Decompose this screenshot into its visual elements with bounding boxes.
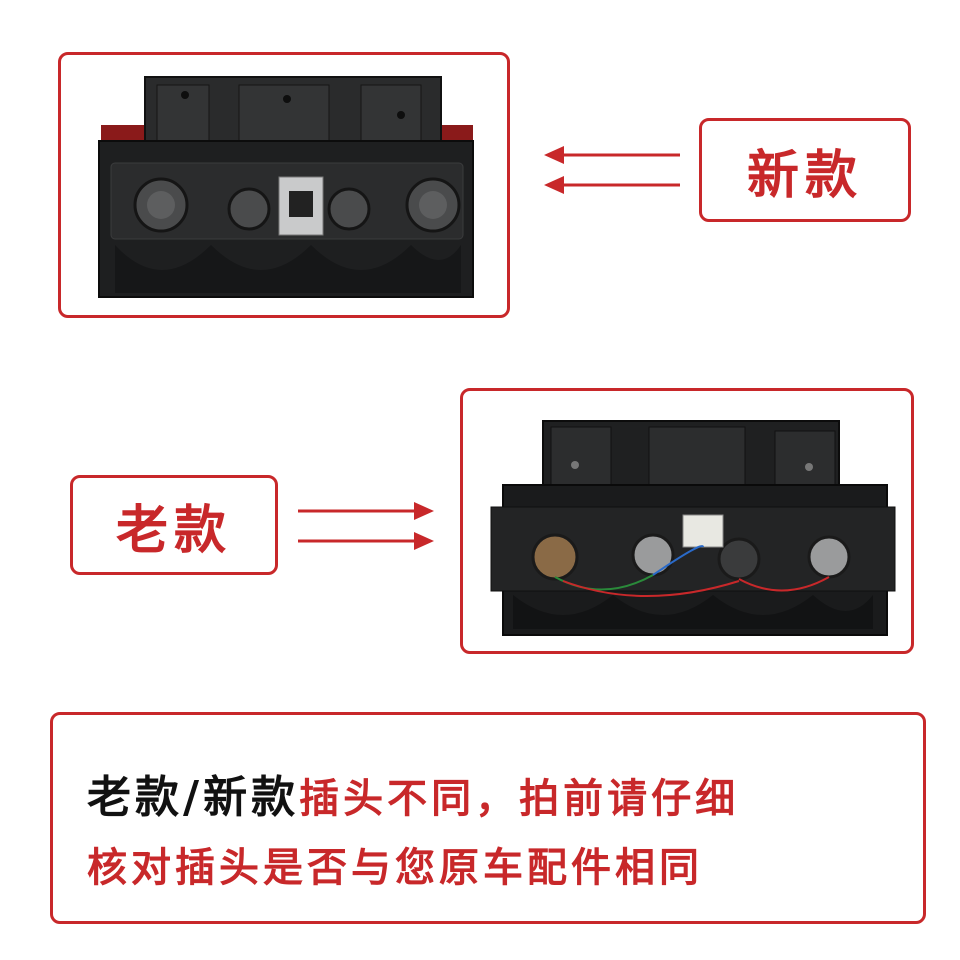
notice-verify-text: 核对插头是否与您原车配件相同 [87, 845, 703, 891]
notice-versions-text: 老款/新款 [87, 772, 300, 823]
old-version-label: 老款 [115, 500, 232, 561]
new-version-label: 新款 [746, 145, 863, 206]
new-product-photo-frame [58, 52, 510, 318]
new-version-label-box: 新款 [699, 118, 911, 222]
notice-box: 老款/新款插头不同，拍前请仔细 核对插头是否与您原车配件相同 [50, 712, 926, 924]
old-product-photo-frame [460, 388, 914, 654]
old-tail-light-image [490, 420, 896, 636]
new-arrows-left [544, 146, 680, 194]
notice-line-2: 核对插头是否与您原车配件相同 [87, 835, 703, 893]
old-version-label-box: 老款 [70, 475, 278, 575]
old-arrows-right [298, 502, 434, 550]
notice-line-1: 老款/新款插头不同，拍前请仔细 [87, 761, 739, 825]
notice-plug-differs-text: 插头不同，拍前请仔细 [299, 776, 740, 822]
new-tail-light-image [98, 76, 474, 298]
